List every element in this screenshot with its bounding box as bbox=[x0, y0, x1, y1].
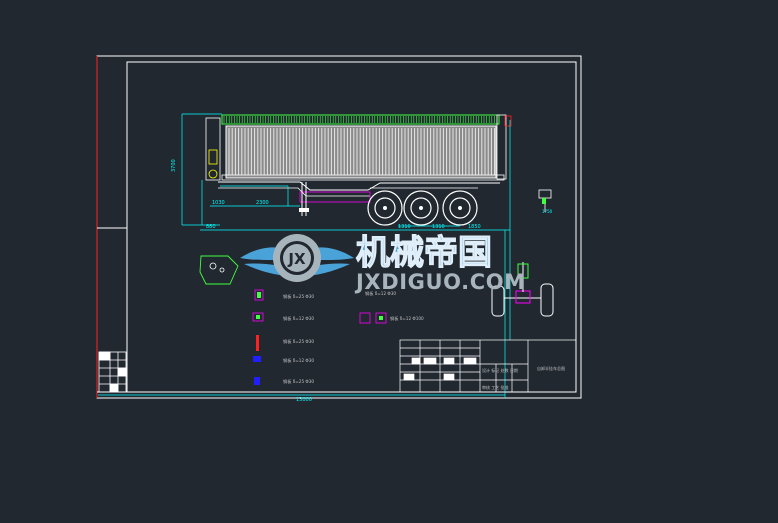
rear-view bbox=[491, 262, 554, 317]
legend-item-3: 钢板 δ=25 Φ30 bbox=[283, 338, 314, 345]
dim-total-height: 3700 bbox=[171, 159, 177, 172]
dim-front-overhang: 1850 bbox=[468, 224, 481, 230]
legend-item-right-2: 钢板 δ=12 Φ100 bbox=[390, 315, 424, 322]
dim-rear-overhang: 2300 bbox=[256, 200, 269, 206]
part-legend: 钢板 δ=25 Φ30 钢板 δ=12 Φ30 钢板 δ=25 Φ30 钢板 δ… bbox=[252, 289, 424, 385]
kingpin-plate bbox=[199, 255, 239, 285]
watermark-logo: JX 机械帝国 JXDIGUO.COM bbox=[240, 232, 526, 294]
brand-title: 机械帝国 bbox=[356, 233, 492, 273]
trailer-body bbox=[205, 114, 512, 226]
legend-item-4: 钢板 δ=12 Φ30 bbox=[283, 357, 314, 364]
dim-side-height: 1030 bbox=[212, 200, 225, 206]
legend-item-right-1: 钢板 δ=12 Φ30 bbox=[365, 290, 396, 297]
brand-domain: JXDIGUO.COM bbox=[354, 270, 526, 294]
dim-axle-spacing-2: 1310 bbox=[432, 224, 445, 230]
dim-kingpin-offset: 880 bbox=[206, 224, 216, 230]
dim-axle-spacing-1: 1310 bbox=[398, 224, 411, 230]
dimension-lines bbox=[98, 113, 511, 398]
detail-side: 1750 bbox=[538, 189, 553, 214]
legend-item-2: 钢板 δ=12 Φ30 bbox=[283, 315, 314, 322]
legend-item-5: 钢板 δ=25 Φ30 bbox=[283, 378, 314, 385]
drawing-frame bbox=[96, 55, 582, 399]
dim-wheel-offset: 1750 bbox=[542, 209, 553, 214]
drawing-name: 自卸半挂车总图 bbox=[537, 365, 565, 371]
logo-emblem-text: JX bbox=[287, 250, 306, 268]
title-block-approve-row: 审核 工艺 批准 bbox=[482, 384, 509, 390]
title-block-designer-row: 设计 标记 处数 日期 bbox=[482, 367, 518, 373]
revision-stamp bbox=[98, 351, 127, 393]
dim-overall-length: 13000 bbox=[296, 397, 312, 403]
title-block bbox=[399, 339, 577, 393]
dimension-labels: 3700 1030 2300 880 1310 1310 1850 13000 bbox=[171, 159, 481, 403]
legend-item-1: 钢板 δ=25 Φ30 bbox=[283, 293, 314, 300]
